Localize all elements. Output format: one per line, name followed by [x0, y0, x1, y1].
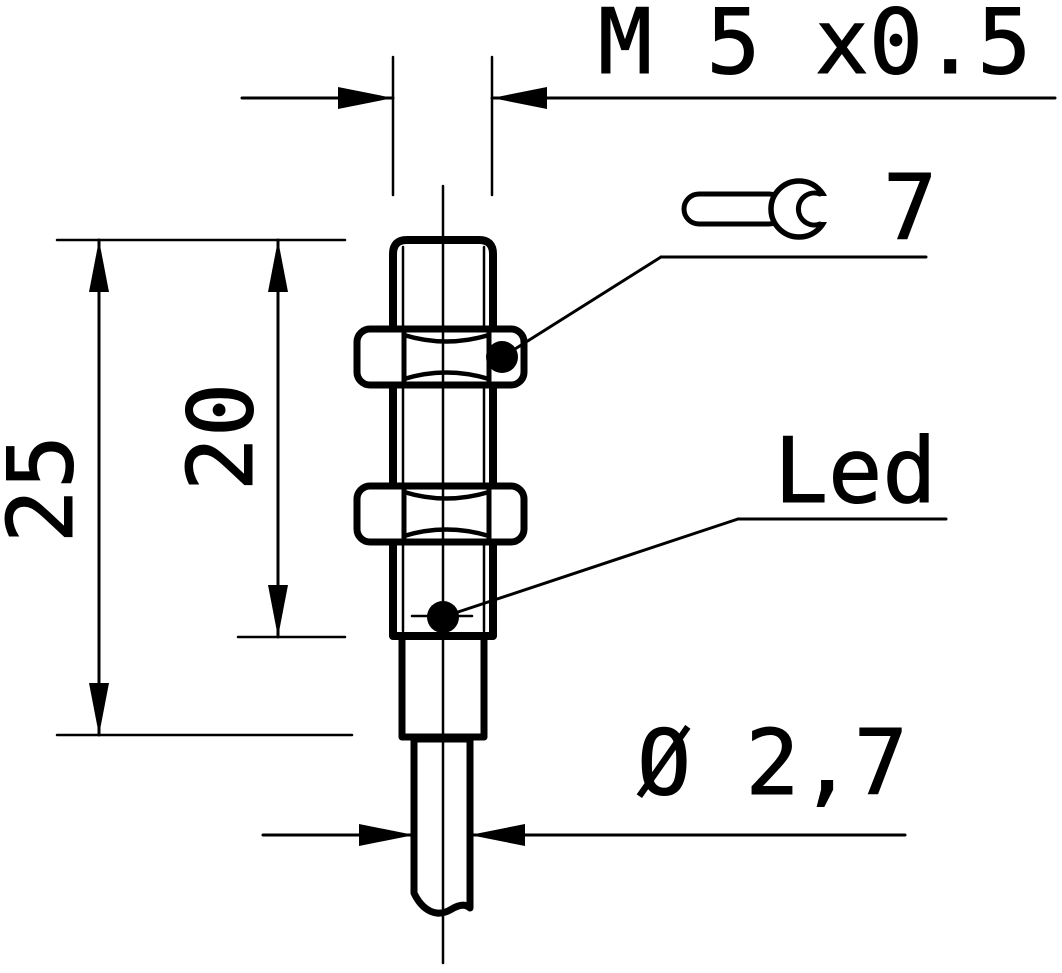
wrench-leader-dot: [486, 341, 518, 373]
leader-line-diagonal: [450, 517, 740, 616]
nut-face-arc-top: [401, 332, 492, 344]
led-annotation: Led: [450, 419, 948, 616]
arrowhead-down: [89, 683, 109, 735]
nut-face-arc-bottom: [401, 370, 492, 382]
thread-length-dimension: 20: [169, 238, 288, 639]
arrowhead-left-pointing: [492, 87, 547, 109]
nut-face-arc-bottom: [401, 527, 492, 539]
arrowhead-up: [268, 240, 288, 292]
led-label: Led: [774, 419, 937, 524]
cable-diameter-dimension: Ø 2,7: [261, 711, 908, 846]
arrowhead-up: [89, 240, 109, 292]
nut-face-arc-top: [401, 489, 492, 501]
arrowhead-right-pointing: [338, 87, 393, 109]
thread-dimension: M 5 x0.5: [240, 0, 1057, 197]
arrowhead-down: [268, 585, 288, 637]
hex-nut-upper: [353, 325, 528, 389]
sensor-body: [353, 184, 528, 965]
led-dot: [427, 601, 459, 633]
wrench-annotation: 7: [505, 156, 938, 356]
horizontal-extension-lines: [55, 238, 354, 737]
wrench-jaw-profile: [796, 190, 823, 228]
hex-nut-lower: [353, 482, 528, 546]
arrowhead-right-pointing: [359, 824, 414, 846]
nut-body: [353, 325, 528, 389]
thread-dimension-label: M 5 x0.5: [598, 0, 1031, 95]
overall-length-label: 25: [0, 435, 94, 543]
leader-line-diagonal: [505, 255, 663, 356]
wrench-size-label: 7: [883, 156, 937, 261]
wrench-icon: [681, 178, 842, 240]
overall-length-dimension: 25: [0, 238, 109, 737]
thread-length-label: 20: [169, 383, 274, 491]
wrench-jaw-opening: [818, 196, 842, 222]
arrowhead-left-pointing: [470, 824, 525, 846]
nut-body: [353, 482, 528, 546]
cable-diameter-label: Ø 2,7: [637, 711, 908, 816]
